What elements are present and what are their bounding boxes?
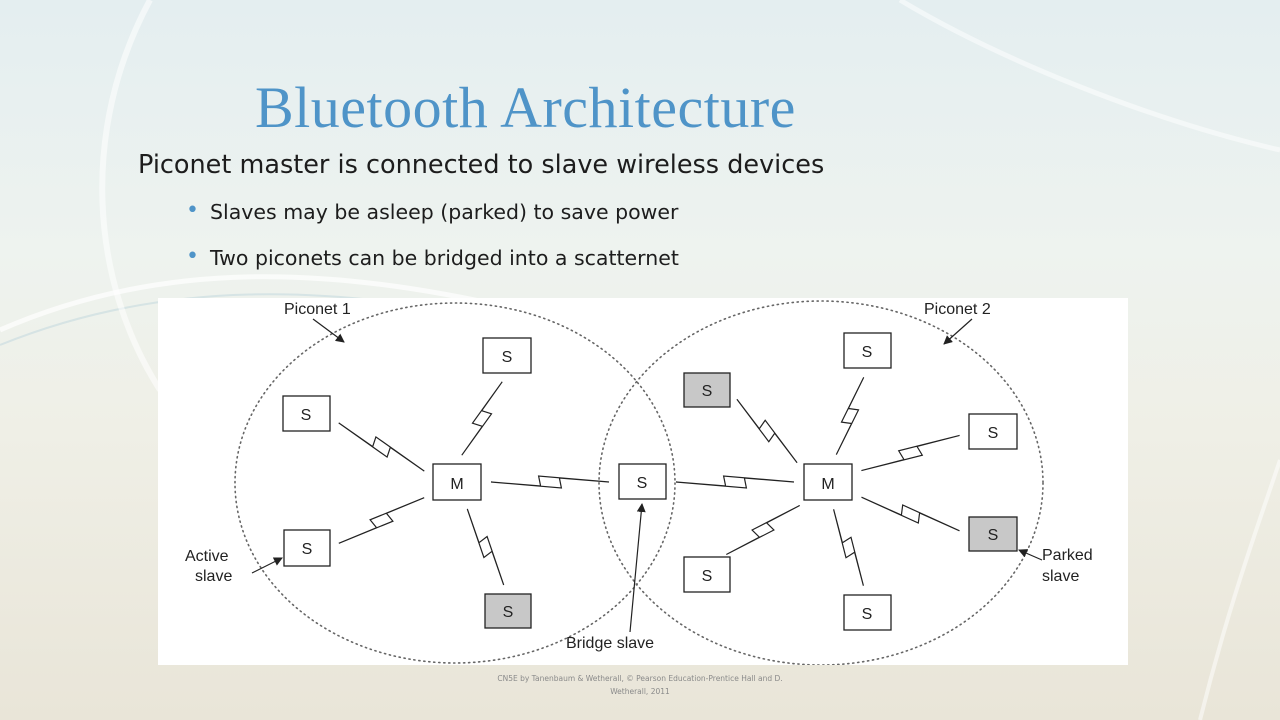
- master-node-piconet-1: M: [432, 463, 482, 501]
- active-slave-node: S: [843, 594, 892, 631]
- bullet-list: • Slaves may be asleep (parked) to save p…: [186, 198, 679, 292]
- svg-text:S: S: [988, 527, 999, 544]
- wireless-link-icon: [675, 475, 795, 489]
- bullet-item: • Slaves may be asleep (parked) to save p…: [186, 198, 679, 246]
- parked-slave-callout: Parked slave: [1018, 547, 1093, 585]
- parked-slave-node: S: [484, 593, 532, 629]
- piconet-1-callout: Piconet 1: [284, 301, 351, 343]
- wireless-link-icon: [736, 398, 798, 464]
- active-slave-node: S: [843, 332, 892, 369]
- active-slave-node: S: [968, 413, 1018, 450]
- svg-text:Parked: Parked: [1042, 547, 1093, 564]
- wireless-link-icon: [338, 422, 425, 472]
- svg-text:slave: slave: [195, 568, 232, 585]
- scatternet-diagram: M S S S S S M S S S S S: [158, 298, 1128, 665]
- svg-text:M: M: [450, 476, 463, 493]
- wireless-link-icon: [461, 381, 503, 456]
- bridge-slave-callout: Bridge slave: [566, 503, 654, 652]
- wireless-link-icon: [338, 497, 425, 544]
- svg-text:S: S: [503, 604, 514, 621]
- svg-text:Bridge slave: Bridge slave: [566, 635, 654, 652]
- bullet-dot-icon: •: [186, 198, 199, 223]
- svg-text:S: S: [637, 475, 648, 492]
- svg-text:S: S: [862, 606, 873, 623]
- svg-text:S: S: [702, 383, 713, 400]
- bullet-item: • Two piconets can be bridged into a scat…: [186, 244, 679, 292]
- master-node-piconet-2: M: [803, 463, 853, 501]
- copyright-footer: CN5E by Tanenbaum & Wetherall, © Pearson…: [497, 674, 783, 696]
- piconet-2-callout: Piconet 2: [924, 301, 991, 345]
- slide-title: Bluetooth Architecture: [255, 75, 796, 140]
- svg-text:S: S: [301, 407, 312, 424]
- svg-text:S: S: [302, 541, 313, 558]
- active-slave-node: S: [683, 556, 731, 593]
- svg-text:Piconet 1: Piconet 1: [284, 301, 351, 318]
- svg-text:S: S: [502, 349, 513, 366]
- parked-slave-node: S: [683, 372, 731, 408]
- svg-text:S: S: [862, 344, 873, 361]
- svg-text:M: M: [821, 476, 834, 493]
- active-slave-node: S: [482, 337, 532, 374]
- wireless-links: [338, 377, 960, 586]
- bullet-text: Slaves may be asleep (parked) to save po…: [210, 200, 679, 224]
- svg-text:Piconet 2: Piconet 2: [924, 301, 991, 318]
- svg-text:Active: Active: [185, 548, 229, 565]
- wireless-link-icon: [833, 509, 864, 586]
- piconet-1-boundary: [234, 302, 676, 664]
- bullet-text: Two piconets can be bridged into a scatt…: [210, 246, 679, 270]
- wireless-link-icon: [490, 475, 610, 489]
- wireless-link-icon: [835, 377, 865, 455]
- slide-subtitle: Piconet master is connected to slave wir…: [138, 150, 825, 180]
- svg-text:slave: slave: [1042, 568, 1079, 585]
- piconet-2-boundary: [598, 300, 1044, 665]
- wireless-link-icon: [861, 496, 960, 532]
- active-slave-node: S: [283, 529, 331, 567]
- parked-slave-node: S: [968, 516, 1018, 552]
- svg-text:S: S: [988, 425, 999, 442]
- wireless-link-icon: [726, 504, 800, 556]
- wireless-link-icon: [861, 434, 960, 472]
- active-slave-callout: Active slave: [185, 548, 283, 585]
- active-slave-node: S: [282, 395, 331, 432]
- svg-text:S: S: [702, 568, 713, 585]
- bullet-dot-icon: •: [186, 244, 199, 269]
- bridge-slave-node: S: [618, 463, 667, 500]
- wireless-link-icon: [466, 508, 505, 586]
